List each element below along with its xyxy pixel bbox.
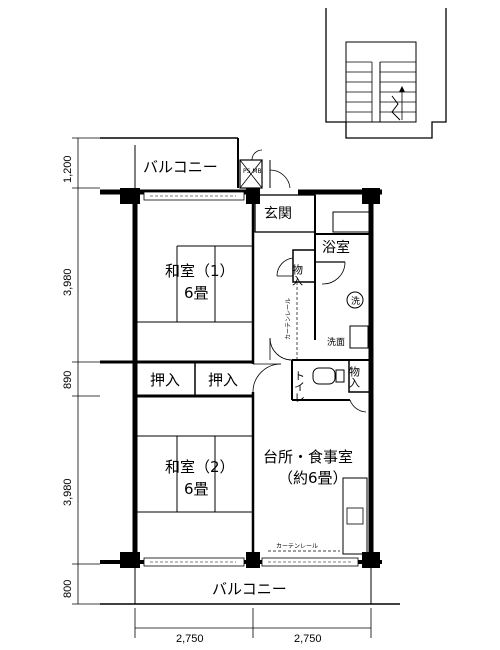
dim-bottom-1: 2,750	[176, 633, 204, 645]
tatami-washitsu-1	[137, 245, 253, 323]
interior-walls	[100, 194, 372, 558]
washitsu-2-size: 6畳	[184, 480, 209, 498]
entrance-label: 玄関	[264, 205, 292, 222]
bottom-balcony-label: バルコニー	[212, 580, 287, 598]
kitchen-size: （約6畳）	[278, 469, 348, 487]
storage-upper-label: 物入	[291, 263, 304, 286]
bottom-balcony	[100, 568, 400, 605]
ps-mb-label: PS MB	[243, 168, 262, 175]
toilet-label: トイレ	[293, 370, 306, 403]
bath-label: 浴室	[322, 239, 350, 256]
washitsu-1-size: 6畳	[184, 284, 209, 302]
dim-left-3: 890	[62, 371, 74, 389]
dim-left-4: 3,980	[62, 478, 74, 506]
window-bottom	[143, 557, 359, 567]
tatami-washitsu-2	[137, 435, 253, 513]
dim-left-5: 800	[62, 580, 74, 598]
closet-left-label: 押入	[150, 371, 180, 389]
dim-left-1: 1,200	[62, 155, 74, 183]
curtain-rail-vertical-label: カーテンレール	[285, 298, 292, 340]
dim-left-2: 3,980	[62, 268, 74, 296]
dimension-lines	[72, 137, 372, 638]
washitsu-2-name: 和室（2）	[165, 458, 235, 476]
washer-label: 洗	[351, 295, 360, 307]
top-balcony	[100, 137, 239, 188]
closet-right-label: 押入	[208, 371, 238, 389]
kitchen-name: 台所・食事室	[263, 448, 353, 466]
washitsu-1-name: 和室（1）	[165, 262, 235, 280]
top-balcony-label: バルコニー	[143, 158, 218, 176]
washroom-label: 洗面	[327, 336, 345, 348]
ps-mb-shaft	[239, 149, 291, 189]
curtain-rail-bottom-label: カーテンレール	[276, 543, 318, 550]
dim-bottom-2: 2,750	[294, 633, 322, 645]
storage-lower-label: 物入	[348, 365, 361, 388]
window-top	[143, 191, 245, 201]
staircase	[325, 8, 447, 139]
